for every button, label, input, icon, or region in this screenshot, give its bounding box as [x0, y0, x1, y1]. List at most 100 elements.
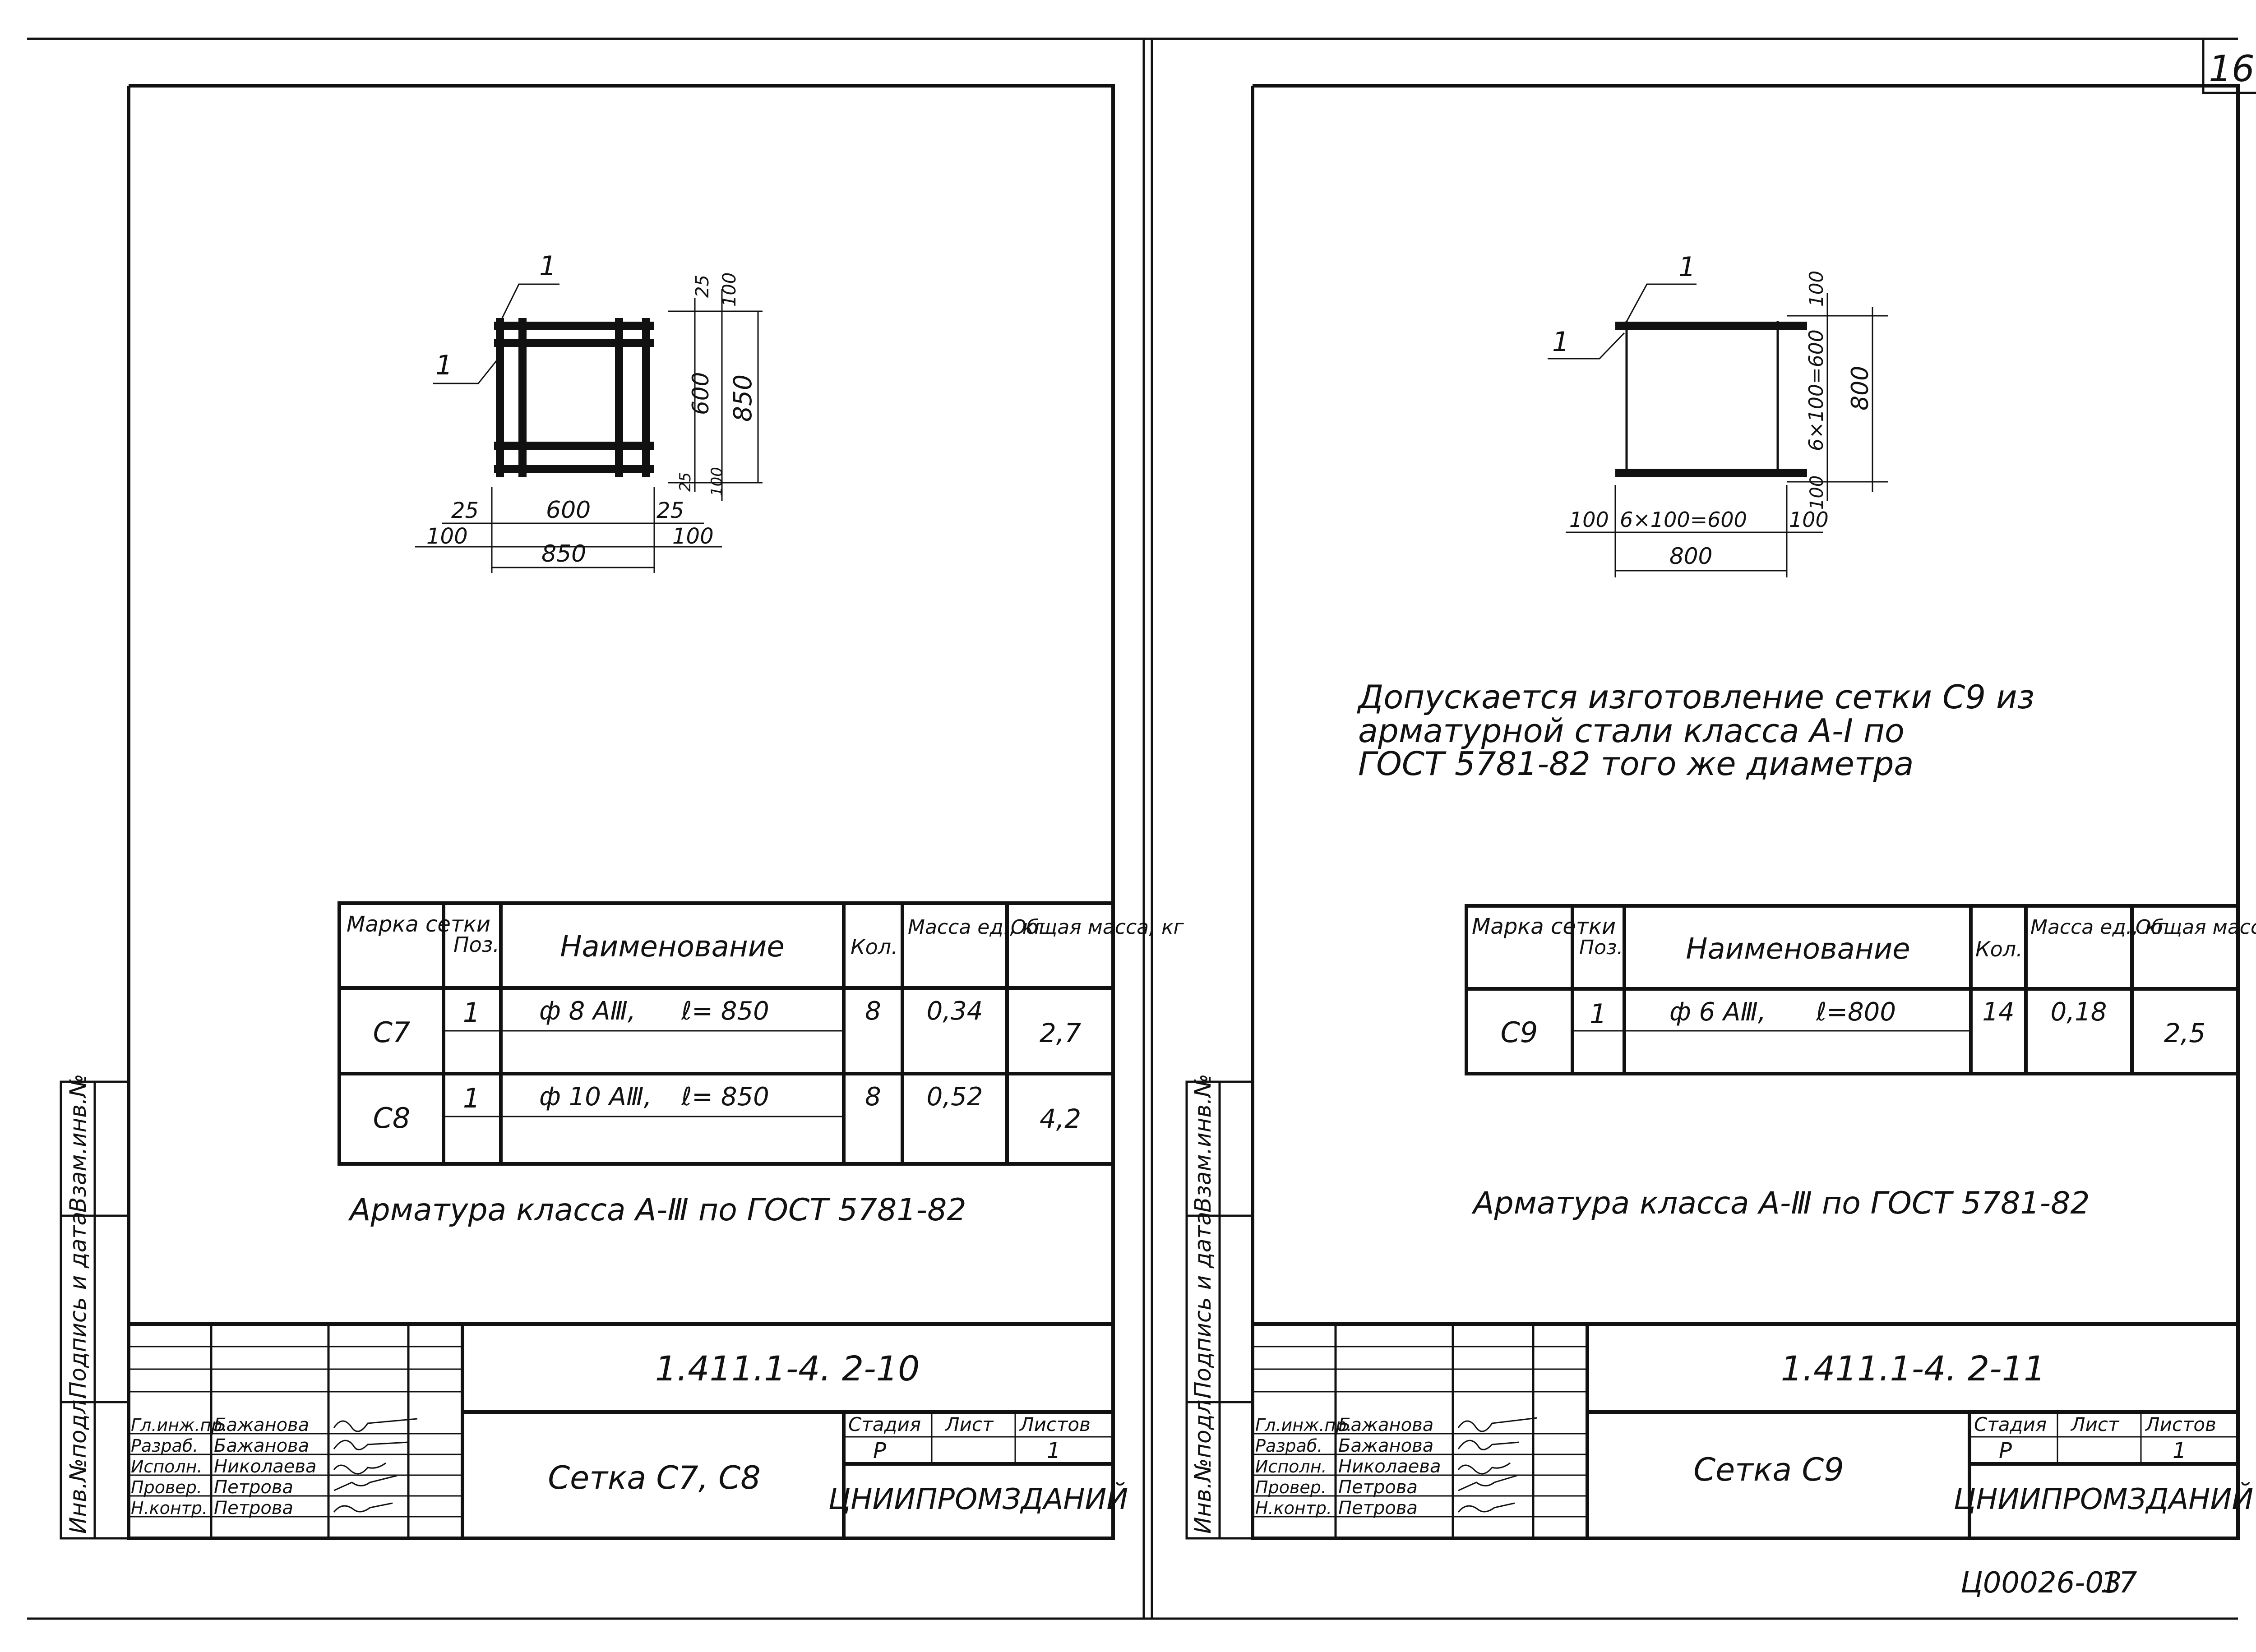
right-frame [1251, 84, 2240, 1540]
right-stamp-role-1: Гл.инж.пр. [1255, 1415, 1352, 1435]
left-stamp-role-2: Разраб. [131, 1436, 198, 1456]
right-row1-length: ℓ=800 [1816, 997, 1896, 1027]
right-th-total-mass: Общая масса, кг [2136, 916, 2256, 939]
left-stamp-sheet-header: Лист [944, 1413, 994, 1435]
left-stamp-role-5: Н.контр. [131, 1498, 208, 1518]
right-row1-qty: 14 [1982, 997, 2014, 1027]
left-stamp-sheets-header: Листов [1019, 1413, 1091, 1435]
left-stamp-name-3: Николаева [214, 1456, 316, 1477]
right-row1-pos: 1 [1590, 998, 1607, 1030]
left-dim-bottom-25a: 25 [451, 498, 479, 523]
left-mesh-drawing: 1 1 25 100 600 850 25 100 25 600 25 100 … [415, 250, 763, 573]
right-th-unit-mass: Масса ед., кг [2030, 916, 2168, 939]
left-signatures [333, 1418, 418, 1513]
left-dim-right-25a: 25 [692, 275, 713, 298]
right-stamp-name-4: Петрова [1338, 1477, 1418, 1498]
left-th-total-mass: Общая масса, кг [1011, 916, 1184, 939]
left-dim-right-100a: 100 [719, 272, 740, 307]
margin-label-replace: Взам.инв.№ [65, 1074, 91, 1213]
right-dim-right-100a: 100 [1805, 271, 1827, 307]
left-dim-right-25b: 25 [676, 472, 694, 492]
margin-label-signature: Подпись и дата [65, 1212, 91, 1398]
right-margin-label-signature: Подпись и дата [1190, 1212, 1216, 1398]
left-margin-strip: Инв.№подл. Подпись и дата Взам.инв.№ [60, 1074, 130, 1540]
archive-sheet: 17 [2100, 1566, 2137, 1600]
left-row2-name: ф 10 АⅢ, [539, 1082, 652, 1112]
left-stamp-org: ЦНИИПРОМЗДАНИЙ [828, 1482, 1128, 1516]
right-th-name: Наименование [1686, 932, 1910, 966]
left-th-unit-mass: Масса ед., кг [908, 916, 1045, 939]
right-th-qty: Кол. [1975, 937, 2023, 961]
left-row2-qty: 8 [865, 1082, 881, 1112]
right-stamp-code: 1.411.1-4. 2-11 [1781, 1348, 2046, 1389]
left-row2-length: ℓ= 850 [681, 1082, 769, 1112]
right-stamp-role-2: Разраб. [1255, 1436, 1322, 1456]
left-dim-bottom-100a: 100 [426, 524, 468, 549]
archive-number: Ц00026-03 [1960, 1566, 2122, 1600]
right-stamp-stage-header: Стадия [1974, 1413, 2047, 1435]
left-dim-bottom-100b: 100 [672, 524, 714, 549]
right-dim-right-800: 800 [1847, 366, 1874, 411]
right-dim-right-100b: 100 [1807, 475, 1827, 510]
right-stamp-title: Сетка С9 [1693, 1451, 1844, 1488]
left-title-block: 1.411.1-4. 2-10 Сетка С7, С8 Стадия Лист… [129, 1322, 1128, 1538]
right-title-block: 1.411.1-4. 2-11 Сетка С9 Стадия Лист Лис… [1253, 1322, 2253, 1538]
left-stamp-sheets: 1 [1047, 1438, 1061, 1463]
right-margin-strip: Инв.№подл. Подпись и дата Взам.инв.№ [1185, 1074, 1254, 1540]
left-row2-total-mass: 4,2 [1040, 1103, 1081, 1134]
left-stamp-name-4: Петрова [214, 1477, 293, 1498]
left-th-pos: Поз. [453, 932, 499, 957]
left-row1-name: ф 8 АⅢ, [539, 997, 636, 1026]
right-margin-label-replace: Взам.инв.№ [1190, 1074, 1216, 1213]
left-stamp-code: 1.411.1-4. 2-10 [655, 1348, 920, 1389]
right-signatures [1457, 1417, 1538, 1513]
right-allowance-line-3: ГОСТ 5781-82 того же диаметра [1358, 745, 1914, 783]
left-row1-qty: 8 [865, 997, 881, 1026]
left-row2-pos: 1 [463, 1083, 480, 1114]
right-row1-total-mass: 2,5 [2164, 1018, 2205, 1048]
right-th-pos: Поз. [1579, 936, 1623, 959]
left-stamp-title: Сетка С7, С8 [548, 1459, 760, 1496]
left-row1-unit-mass: 0,34 [927, 997, 983, 1026]
left-row2-mark: С8 [373, 1102, 411, 1135]
right-stamp-name-5: Петрова [1338, 1498, 1418, 1518]
right-row1-unit-mass: 0,18 [2051, 997, 2107, 1027]
left-stamp-name-2: Бажанова [214, 1435, 309, 1456]
left-row1-pos: 1 [463, 997, 480, 1029]
page-number-box: 16 [2202, 39, 2256, 94]
right-dim-bottom-100a: 100 [1569, 508, 1609, 532]
right-stamp-role-3: Исполн. [1255, 1457, 1327, 1477]
left-dim-right-600: 600 [688, 372, 714, 415]
margin-label-inv: Инв.№подл. [65, 1393, 91, 1534]
right-stamp-sheet-header: Лист [2070, 1413, 2120, 1435]
right-callout-left: 1 [1552, 326, 1569, 358]
right-spec-table: Марка сетки Поз. Наименование Кол. Масса… [1465, 904, 2256, 1075]
right-dim-right-600: 6×100=600 [1805, 329, 1828, 451]
left-sheet: Инв.№подл. Подпись и дата Взам.инв.№ 1 1 [60, 84, 1184, 1540]
left-stamp-stage: Р [873, 1438, 886, 1463]
left-stamp-role-1: Гл.инж.пр. [131, 1415, 227, 1435]
left-row2-unit-mass: 0,52 [927, 1082, 983, 1112]
right-stamp-stage: Р [1999, 1438, 2012, 1463]
left-spec-table: Марка сетки Поз. Наименование Кол. Масса… [337, 901, 1184, 1166]
right-note: Арматура класса А-Ⅲ по ГОСТ 5781-82 [1471, 1186, 2090, 1221]
left-stamp-role-4: Провер. [131, 1477, 202, 1497]
left-dim-bottom-600: 600 [546, 497, 591, 524]
right-stamp-sheets-header: Листов [2145, 1413, 2216, 1435]
right-row1-name: ф 6 АⅢ, [1669, 997, 1766, 1027]
right-allowance-note: Допускается изготовление сетки С9 из арм… [1357, 678, 2034, 783]
left-stamp-stage-header: Стадия [848, 1413, 921, 1435]
left-row1-length: ℓ= 850 [681, 997, 769, 1026]
right-mesh-drawing: 1 1 100 6×100=600 800 100 100 6×100=600 … [1548, 251, 1888, 577]
right-allowance-line-1: Допускается изготовление сетки С9 из [1357, 678, 2034, 716]
left-dim-right-850: 850 [728, 374, 757, 422]
right-callout-top: 1 [1678, 251, 1696, 283]
page-number: 16 [2209, 48, 2255, 90]
left-stamp-name-1: Бажанова [214, 1415, 309, 1435]
right-th-mark: Марка сетки [1472, 914, 1616, 939]
right-stamp-role-5: Н.контр. [1255, 1498, 1332, 1518]
left-stamp-role-3: Исполн. [131, 1457, 203, 1477]
right-stamp-name-3: Николаева [1338, 1456, 1441, 1477]
left-frame [127, 84, 1115, 1540]
